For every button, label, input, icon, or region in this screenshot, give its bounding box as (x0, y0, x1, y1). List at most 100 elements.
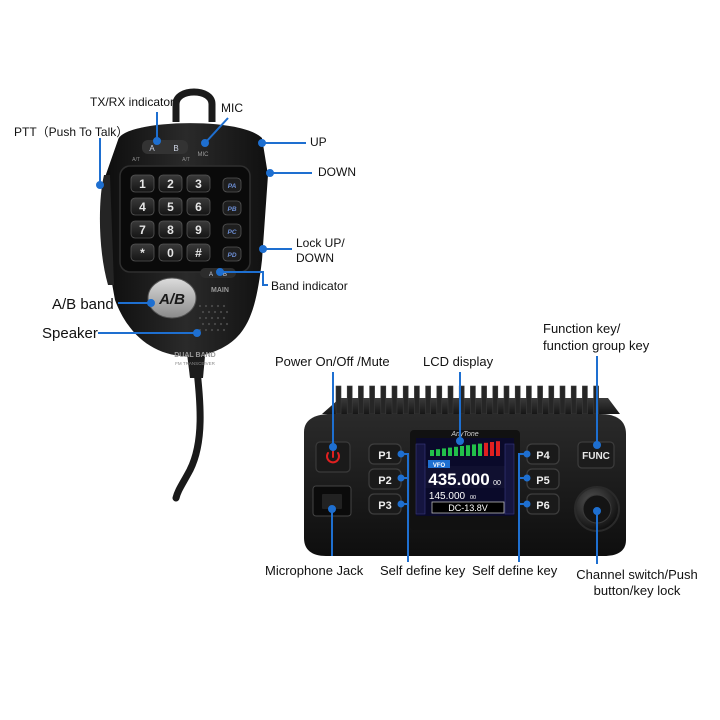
mic-hanger-loop (172, 88, 216, 122)
leader-lcd-dot (456, 437, 464, 445)
label-lock-line1: Lock UP/ (296, 236, 345, 250)
leader-ab-band-dot (147, 299, 155, 307)
leader-down-dot (266, 169, 274, 177)
mic-key-label: 3 (195, 177, 202, 191)
mic-key-6[interactable] (186, 197, 211, 216)
grille-hole (210, 304, 214, 308)
mic-side-key-pb[interactable] (222, 200, 242, 216)
mic-key-9[interactable] (186, 220, 211, 239)
grille-hole (198, 304, 202, 308)
mic-key-#[interactable] (186, 243, 211, 262)
heatsink-fin (380, 385, 387, 415)
mic-bottom-text1: DUAL BAND (174, 352, 215, 359)
meter-bar (430, 450, 434, 456)
mic-key-0[interactable] (158, 243, 183, 262)
mic-key-label: 0 (167, 246, 174, 260)
mic-ab-button-label: A/B (158, 291, 185, 308)
heatsink-fin (391, 385, 398, 415)
mic-key-4[interactable] (130, 197, 155, 216)
heatsink-fin (503, 385, 510, 415)
radio-key-label: P1 (378, 450, 391, 462)
label-function-key-line1: Function key/ (543, 321, 621, 336)
mic-key-3[interactable] (186, 174, 211, 193)
leader-mic-jack-dot (328, 505, 336, 513)
heatsink-fin (514, 385, 521, 415)
mic-side-key-pa[interactable] (222, 177, 242, 193)
mic-ptt-side (99, 175, 114, 285)
mic-ab-button-shape[interactable] (147, 277, 197, 319)
leader-lock-dot (259, 245, 267, 253)
grille-hole (207, 310, 211, 314)
radio-key-label: P4 (536, 450, 550, 462)
grille-hole (216, 328, 220, 332)
grille-hole (210, 316, 214, 320)
meter-bar (490, 442, 494, 456)
grille-hole (213, 310, 217, 314)
mic-key-label: * (140, 246, 145, 260)
leader-band-indicator-dot (216, 268, 224, 276)
heatsink-fin (335, 385, 342, 415)
leader-mic (205, 117, 229, 143)
leader-self-define-left-dot1 (397, 450, 405, 458)
label-channel-line1: Channel switch/Push (576, 567, 698, 582)
radio-vfo-box (428, 460, 450, 468)
grille-hole (204, 316, 208, 320)
meter-bar (436, 449, 440, 456)
radio-brand: AnyTone (450, 431, 478, 438)
heatsink-fin (481, 385, 487, 415)
heatsink-fin (548, 385, 555, 415)
mic-side-key-pd[interactable] (222, 246, 242, 262)
mic-key-1[interactable] (130, 174, 155, 193)
grille-hole (201, 322, 205, 326)
grille-hole (204, 328, 208, 332)
heatsink-fin (492, 385, 499, 415)
label-mic: MIC (221, 101, 243, 115)
leader-up-dot (258, 139, 266, 147)
mic-indicator-pod (142, 140, 188, 154)
mic-top-a-label: A (149, 144, 155, 153)
meter-bar (442, 448, 446, 456)
mic-band-b-label: B (223, 272, 227, 278)
grille-hole (225, 322, 229, 326)
power-icon (326, 452, 340, 464)
grille-hole (222, 316, 226, 320)
mic-key-5[interactable] (158, 197, 183, 216)
mic-key-label: 8 (167, 223, 174, 237)
grille-hole (198, 316, 202, 320)
leader-lines (96, 112, 601, 564)
mic-key-label: 9 (195, 223, 202, 237)
radio-main-freq-box (424, 466, 506, 488)
label-function-key-line2: function group key (543, 338, 650, 353)
heatsink-fin (402, 385, 409, 415)
heatsink-fin (346, 385, 353, 415)
radio-key-label: P3 (378, 500, 391, 512)
label-self-define-key-1: Self define key (380, 563, 466, 578)
grille-hole (219, 322, 223, 326)
mic-key-*[interactable] (130, 243, 155, 262)
heatsink-fin (436, 385, 443, 415)
radio-vfo-label: VFO (433, 463, 446, 469)
radio-screen-strip-left (415, 443, 426, 515)
leader-band-indicator (220, 271, 268, 286)
mic-key-2[interactable] (158, 174, 183, 193)
radio-func-label: FUNC (582, 451, 610, 462)
meter-bar (460, 446, 464, 456)
leader-self-define-right-dot3 (523, 500, 531, 508)
heatsink-fin (447, 385, 454, 415)
mic-side-key-pc[interactable] (222, 223, 242, 239)
mic-key-label: 4 (139, 200, 146, 214)
mic-side-key-label: PA (228, 183, 237, 190)
mic-band-a-label: A (209, 272, 213, 278)
grille-hole (225, 310, 229, 314)
mic-key-label: 7 (139, 223, 146, 237)
heatsink-fin (537, 385, 543, 415)
label-up: UP (310, 135, 327, 149)
radio-voltage: DC-13.8V (448, 503, 488, 513)
leader-mic-dot (201, 139, 209, 147)
radio-main-freq-small: 00 (493, 480, 501, 487)
mic-key-8[interactable] (158, 220, 183, 239)
radio-voltage-box (431, 501, 505, 514)
leader-self-define-right-dot1 (523, 450, 531, 458)
mic-key-7[interactable] (130, 220, 155, 239)
